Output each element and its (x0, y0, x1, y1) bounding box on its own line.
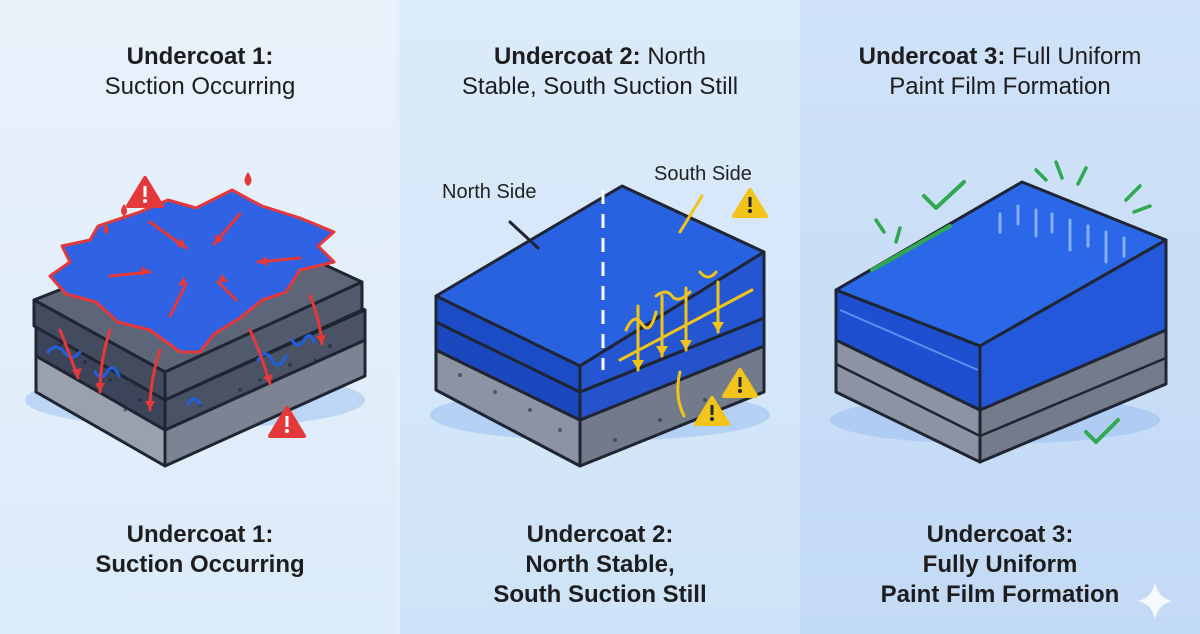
panel-1-top-title-line2: Suction Occurring (104, 73, 296, 100)
panel-1-top-title-line1: Undercoat 1: (126, 43, 274, 70)
check-icon (1084, 418, 1120, 444)
panel-3-bottom-title-line1: Undercoat 3: (926, 521, 1074, 548)
warning-icon (126, 176, 164, 208)
label-south-side: South Side (654, 163, 752, 185)
panel-1-bottom-title-line2: Suction Occurring (95, 551, 305, 578)
panel-1-top-title: Undercoat 1: Suction Occurring (0, 42, 400, 102)
warning-icon (694, 396, 730, 426)
warning-icon (268, 406, 306, 438)
panel-3-bottom-title-line2: Fully Uniform (922, 551, 1078, 578)
panel-1-illustration (25, 172, 367, 468)
panel-2-bottom-title-line2: North Stable, (525, 551, 675, 578)
panel-undercoat-2: Undercoat 2: North Stable, South Suction… (400, 0, 800, 634)
panel-3-illustration (830, 160, 1172, 620)
panel-3-top-title-rest: Full Uniform (1005, 43, 1142, 70)
panel-3-bottom-title-line3: Paint Film Formation (880, 581, 1120, 608)
panel-3-top-title-line2: Paint Film Formation (889, 73, 1111, 100)
panel-1-bottom-title-line1: Undercoat 1: (126, 521, 274, 548)
warning-icon (732, 188, 768, 218)
panel-3-top-title-bold: Undercoat 3: (858, 43, 1006, 70)
panel-2-illustration (430, 184, 770, 468)
panel-2-bottom-title-line3: South Suction Still (493, 581, 707, 608)
label-north-side: North Side (442, 181, 537, 203)
panel-2-bottom-title: Undercoat 2: North Stable, South Suction… (400, 520, 800, 610)
panel-2-top-title-line2: Stable, South Suction Still (461, 73, 739, 100)
panel-2-top-title: Undercoat 2: North Stable, South Suction… (400, 42, 800, 102)
panel-undercoat-1: Undercoat 1: Suction Occurring (0, 0, 400, 634)
panel-3-top-title: Undercoat 3: Full Uniform Paint Film For… (800, 42, 1200, 102)
panel-undercoat-3: Undercoat 3: Full Uniform Paint Film For… (800, 0, 1200, 634)
panel-2-bottom-title-line1: Undercoat 2: (526, 521, 674, 548)
panel-3-bottom-title: Undercoat 3: Fully Uniform Paint Film Fo… (800, 520, 1200, 610)
panel-2-top-title-bold: Undercoat 2: (493, 43, 641, 70)
panel-1-bottom-title: Undercoat 1: Suction Occurring (0, 520, 400, 580)
panel-2-top-title-rest: North (640, 43, 707, 70)
panel-separator (396, 0, 414, 634)
warning-icon (722, 368, 758, 398)
check-icon (922, 180, 966, 210)
